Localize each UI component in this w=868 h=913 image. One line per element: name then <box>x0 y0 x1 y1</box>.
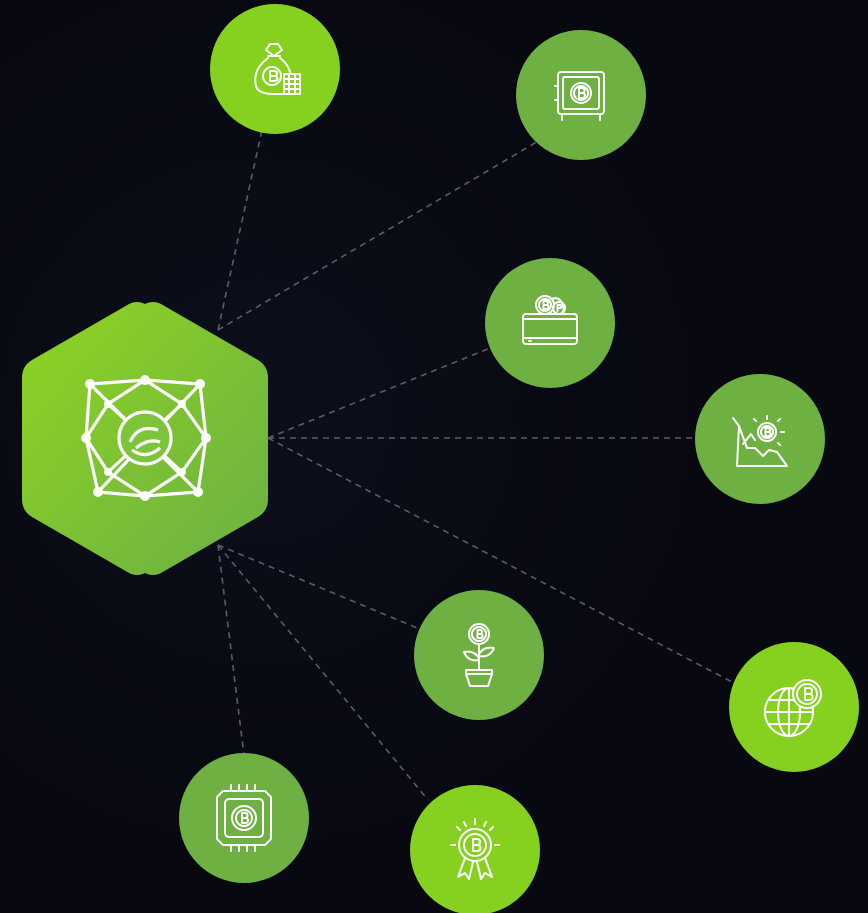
bitcoin-wallet-icon <box>515 288 585 358</box>
bitcoin-growth-plant-icon <box>444 620 514 690</box>
link-wallet <box>267 347 491 439</box>
bitcoin-chip-icon <box>209 783 279 853</box>
node-wallet[interactable] <box>485 258 615 388</box>
blockchain-hub[interactable] <box>22 300 268 577</box>
node-globe[interactable] <box>729 642 859 772</box>
bitcoin-money-bag-icon <box>240 34 310 104</box>
node-safe[interactable] <box>516 30 646 160</box>
bitcoin-mining-icon <box>725 404 795 474</box>
bitcoin-award-badge-icon <box>440 815 510 885</box>
bitcoin-globe-icon <box>759 672 829 742</box>
node-plant[interactable] <box>414 590 544 720</box>
hexagon-shape <box>22 302 268 575</box>
node-money-bag[interactable] <box>210 4 340 134</box>
node-mining[interactable] <box>695 374 825 504</box>
blockchain-network-icon <box>84 378 208 498</box>
bitcoin-safe-icon <box>546 60 616 130</box>
node-award[interactable] <box>410 785 540 913</box>
node-chip[interactable] <box>179 753 309 883</box>
